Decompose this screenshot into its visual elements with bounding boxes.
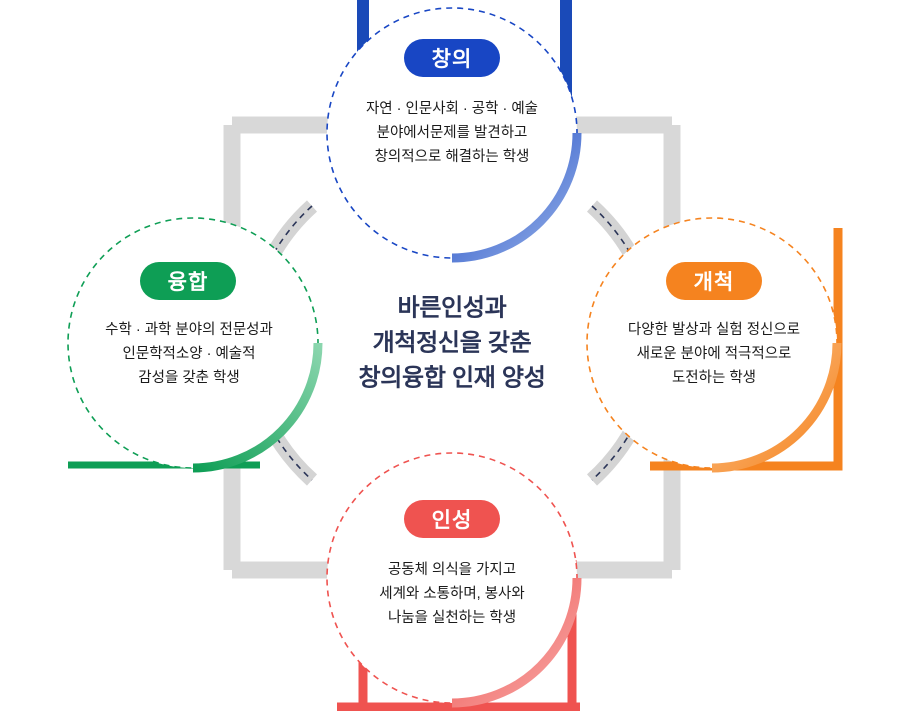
- center-vision-statement: 바른인성과 개척정신을 갖춘 창의융합 인재 양성: [358, 294, 546, 392]
- node-circle-right-accent: [711, 342, 842, 473]
- node-label-left[interactable]: 융합: [140, 262, 236, 300]
- node-circle-top-fill: [327, 8, 577, 258]
- node-circle-bottom-fill: [327, 453, 577, 703]
- node-circle-bottom-accent: [451, 577, 582, 708]
- node-description-right: 다양한 발상과 실험 정신으로 새로운 분야에 적극적으로 도전하는 학생: [627, 322, 801, 386]
- node-circle-left-fill: [68, 218, 318, 468]
- node-circle-top-accent: [451, 132, 582, 263]
- node-label-top[interactable]: 창의: [404, 39, 500, 77]
- node-description-bottom: 공동체 의식을 가지고 세계와 소통하며, 봉사와 나눔을 실천하는 학생: [379, 562, 525, 626]
- node-label-right[interactable]: 개척: [666, 262, 762, 300]
- node-circle-left-accent: [192, 342, 323, 473]
- node-label-bottom[interactable]: 인성: [404, 500, 500, 538]
- node-circle-right-fill: [587, 218, 837, 468]
- node-description-left: 수학 · 과학 분야의 전문성과 인문학적소양 · 예술적 감성을 갖춘 학생: [105, 322, 273, 386]
- node-description-top: 자연 · 인문사회 · 공학 · 예술 분야에서문제를 발견하고 창의적으로 해…: [365, 101, 539, 165]
